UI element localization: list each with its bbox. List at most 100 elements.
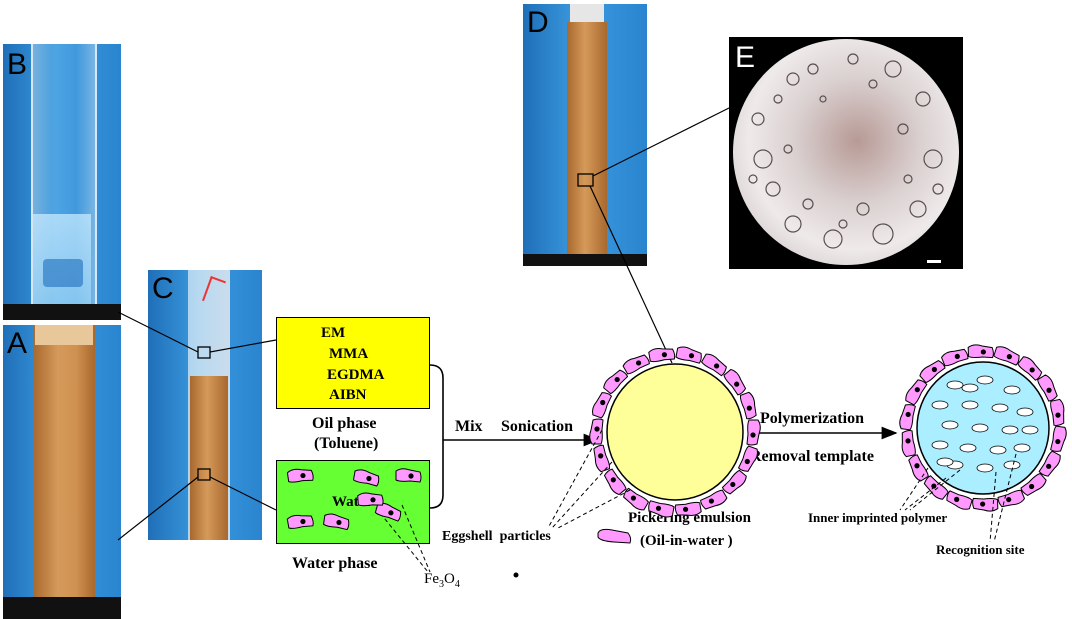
oil-item-aibn: AIBN bbox=[329, 387, 367, 403]
emulsion-particle-16 bbox=[723, 368, 747, 396]
polymer-particle-0-fe3o4-dot bbox=[1055, 438, 1061, 445]
polymer-particle-15 bbox=[1017, 356, 1043, 381]
polymer-particle-8 bbox=[901, 430, 916, 458]
recognition-site-18 bbox=[1021, 425, 1039, 435]
recognition-site-11 bbox=[959, 443, 977, 453]
panel-label-d: D bbox=[527, 6, 549, 39]
emulsion-particle-8 bbox=[593, 444, 611, 473]
emulsion-particle-15 bbox=[701, 353, 727, 377]
polymer-particle-8-fe3o4-dot bbox=[905, 438, 911, 444]
emulsion-particle-15-fe3o4-dot bbox=[713, 363, 720, 369]
oil-item-mma: MMA bbox=[329, 346, 369, 362]
polymer-particle-15-fe3o4-dot bbox=[1029, 367, 1035, 373]
polymer-particle-13-fe3o4-dot bbox=[980, 349, 986, 355]
oil-phase-caption: Oil phase bbox=[312, 415, 377, 432]
recognition-site-16 bbox=[1003, 460, 1021, 470]
removal-template-label: Removal template bbox=[750, 448, 874, 465]
polymer-particle-10 bbox=[905, 379, 928, 406]
recognition-site-2 bbox=[1003, 385, 1021, 395]
polymer-particle-4-fe3o4-dot bbox=[980, 501, 986, 507]
panel-label-e: E bbox=[735, 41, 756, 74]
emulsion-particle-14-fe3o4-dot bbox=[688, 353, 695, 359]
water-label: Water bbox=[332, 494, 372, 510]
eggshell-particles-caption: Eggshell particles bbox=[442, 529, 551, 544]
recognition-site-15 bbox=[976, 463, 994, 473]
polymer-particle bbox=[916, 361, 1050, 495]
mix-label: Mix bbox=[455, 418, 483, 435]
recognition-site-5 bbox=[991, 403, 1009, 413]
emulsion-shell bbox=[589, 346, 761, 518]
emulsion-particle-16-fe3o4-dot bbox=[734, 381, 740, 387]
eggshell-leader-3 bbox=[557, 489, 631, 529]
recognition-site-13 bbox=[1013, 443, 1031, 453]
inner-polymer-leader-1 bbox=[899, 467, 929, 511]
emulsion-particle-6-fe3o4-dot bbox=[630, 495, 637, 501]
recognition-leader-1 bbox=[989, 471, 997, 543]
photo-c: C bbox=[148, 270, 262, 540]
polymer-particle-16 bbox=[1037, 374, 1058, 402]
emulsion-particle-3 bbox=[700, 489, 728, 510]
emulsion-particle-2-fe3o4-dot bbox=[730, 481, 736, 488]
emulsion-particle-0-fe3o4-dot bbox=[750, 432, 756, 438]
emulsion-particle-10-fe3o4-dot bbox=[600, 399, 606, 406]
recognition-site-12 bbox=[989, 445, 1007, 455]
oil-item-em: EM bbox=[321, 325, 346, 341]
polymer-particle-6 bbox=[923, 475, 949, 500]
oil-in-water-caption: (Oil-in-water ) bbox=[640, 533, 733, 549]
polymer-particle-11-fe3o4-dot bbox=[931, 366, 937, 373]
recognition-site-0 bbox=[946, 380, 964, 390]
emulsion-particle-8-fe3o4-dot bbox=[598, 453, 604, 459]
recognition-site-7 bbox=[941, 420, 959, 430]
recognition-site-1 bbox=[976, 375, 994, 385]
fe3o4-label: Fe3O4 bbox=[424, 571, 460, 590]
emulsion-particle-6 bbox=[623, 487, 649, 511]
polymer-particle-5 bbox=[946, 490, 973, 510]
polymer-particle-6-fe3o4-dot bbox=[931, 483, 937, 489]
polymer-particle-3 bbox=[997, 489, 1026, 508]
polymer-particle-12-fe3o4-dot bbox=[954, 353, 960, 360]
panel-label-b: B bbox=[7, 48, 28, 81]
photo-a: A bbox=[3, 325, 121, 619]
polymer-particle-4 bbox=[972, 497, 999, 512]
recognition-site-9 bbox=[1001, 425, 1019, 435]
polymer-particle-2 bbox=[1020, 472, 1047, 497]
polymer-particle-11 bbox=[919, 359, 946, 384]
polymer-particle-0 bbox=[1050, 425, 1067, 452]
polymer-particle-13 bbox=[967, 344, 994, 359]
polymer-particle-1-fe3o4-dot bbox=[1046, 463, 1052, 469]
panel-label-a: A bbox=[7, 327, 28, 360]
emulsion-particle-17 bbox=[739, 391, 757, 420]
polymer-particle-7-fe3o4-dot bbox=[914, 463, 920, 469]
polymer-particle-7 bbox=[908, 454, 929, 482]
droplets-texture bbox=[748, 53, 944, 249]
polymer-shell bbox=[899, 344, 1067, 512]
recognition-site-10 bbox=[931, 440, 949, 450]
photo-e: E bbox=[729, 37, 963, 269]
panel-label-c: C bbox=[152, 272, 174, 305]
recognition-site-17 bbox=[961, 383, 979, 393]
emulsion-particle-2 bbox=[721, 469, 747, 495]
emulsion-droplet bbox=[606, 363, 744, 501]
emulsion-particle-14 bbox=[675, 346, 702, 364]
recognition-site-4 bbox=[961, 400, 979, 410]
recognition-leader-2 bbox=[993, 453, 1017, 543]
pickering-emulsion-caption: Pickering emulsion bbox=[628, 510, 751, 526]
emulsion-particle-13 bbox=[648, 348, 676, 363]
eggshell-leader-2 bbox=[551, 461, 613, 529]
emulsion-particle-12-fe3o4-dot bbox=[635, 360, 642, 366]
polymer-particle-9 bbox=[899, 404, 916, 431]
polymer-particle-3-fe3o4-dot bbox=[1006, 496, 1012, 503]
emulsion-particle-10 bbox=[592, 392, 613, 419]
emulsion-particle-9-fe3o4-dot bbox=[594, 426, 600, 432]
recognition-site-6 bbox=[1016, 407, 1034, 417]
oil-phase-box: EM MMA EGDMA AIBN bbox=[276, 317, 430, 409]
fe3o4-dot bbox=[513, 572, 519, 578]
recognition-site-14 bbox=[946, 460, 964, 470]
polymer-particle-14-fe3o4-dot bbox=[1006, 354, 1012, 360]
emulsion-particle-7-fe3o4-dot bbox=[610, 477, 616, 483]
inner-polymer-leader-3 bbox=[909, 469, 961, 511]
emulsion-particle-11 bbox=[603, 369, 629, 395]
polymer-particle-17 bbox=[1050, 398, 1065, 426]
emulsion-particle-3-fe3o4-dot bbox=[708, 498, 715, 504]
